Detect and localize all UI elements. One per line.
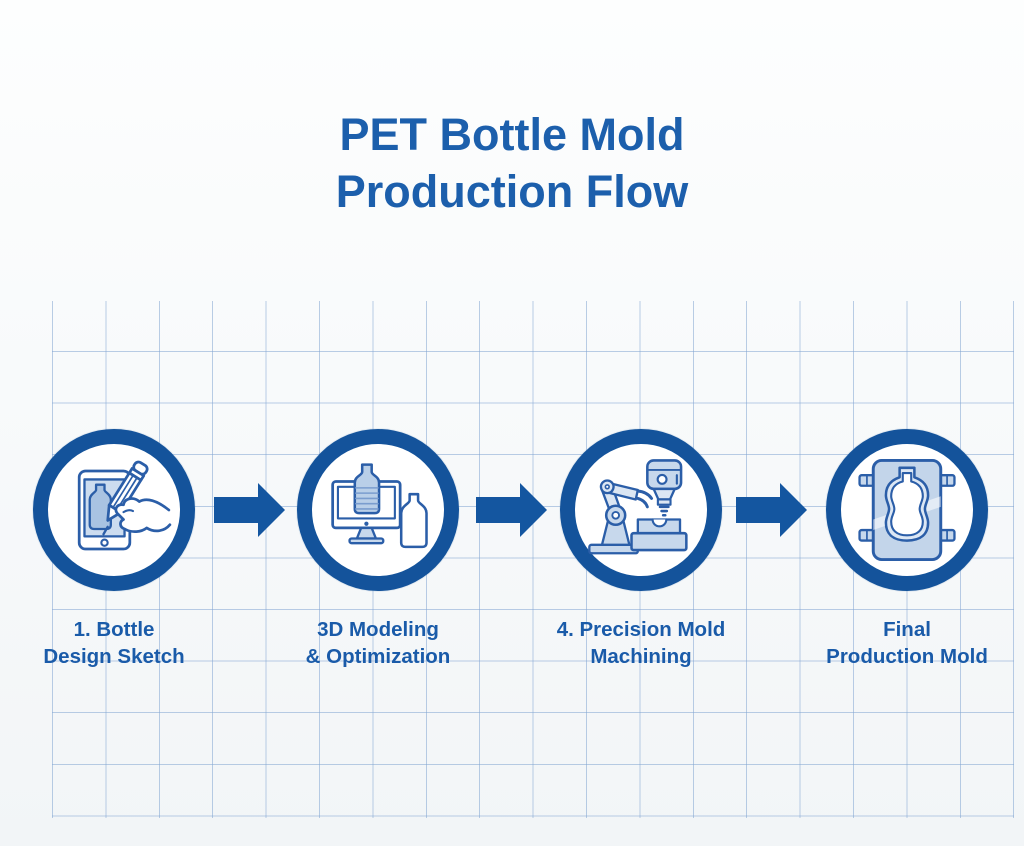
step-1-label-line1: 1. Bottle	[73, 618, 155, 641]
step-2-label: 3D Modeling & Optimization	[268, 617, 488, 670]
step-1-label: 1. Bottle Design Sketch	[4, 617, 224, 670]
right-arrow-icon	[736, 483, 807, 537]
arrow-head	[258, 483, 285, 537]
step-2-label-line2: & Optimization	[305, 644, 451, 668]
robot-cnc-machining-icon	[588, 459, 688, 555]
right-arrow-icon	[214, 483, 285, 537]
step-3-label: 4. Precision Mold Machining	[531, 617, 751, 670]
step-4-label: Final Production Mold	[797, 617, 1017, 670]
arrow-head	[780, 483, 807, 537]
step-4-circle	[826, 429, 988, 591]
step-3-label-line1: 4. Precision Mold	[556, 618, 726, 641]
arrow-shaft	[214, 497, 259, 523]
step-4-label-line1: Final	[883, 618, 931, 641]
page-title: PET Bottle Mold Production Flow	[0, 106, 1024, 220]
arrow-shaft	[476, 497, 521, 523]
arrow-shaft	[736, 497, 781, 523]
step-2-label-line1: 3D Modeling	[317, 618, 439, 641]
right-arrow-icon	[476, 483, 547, 537]
step-2-circle	[297, 429, 459, 591]
page-title-line1: PET Bottle Mold	[339, 109, 685, 160]
page-title-line2: Production Flow	[335, 166, 689, 217]
arrow-head	[520, 483, 547, 537]
tablet-sketch-icon	[77, 460, 172, 551]
step-3-circle	[560, 429, 722, 591]
step-1-circle	[33, 429, 195, 591]
step-4-label-line2: Production Mold	[826, 644, 988, 668]
step-1-label-line2: Design Sketch	[43, 644, 185, 668]
monitor-3d-model-icon	[331, 463, 428, 549]
step-3-label-line2: Machining	[590, 644, 692, 668]
production-mold-icon	[858, 458, 956, 562]
